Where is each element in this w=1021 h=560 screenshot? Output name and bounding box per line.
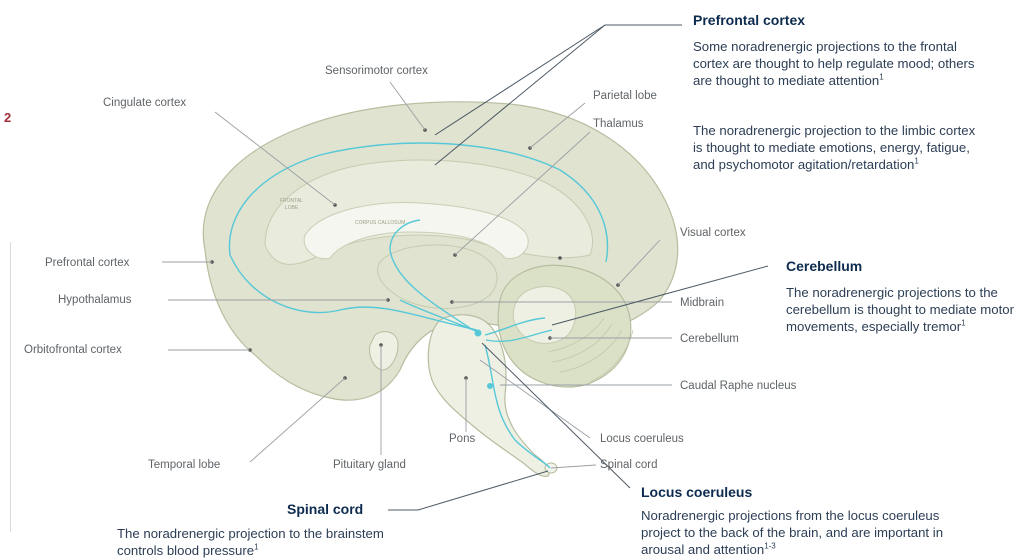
locus-coeruleus-dot [475,330,482,337]
annotation-cerebellum-body: The noradrenergic projections to the cer… [786,285,1014,334]
annotation-locus-title: Locus coeruleus [641,484,752,500]
annotation-prefrontal-text-2: The noradrenergic projection to the limb… [693,122,983,173]
corpus-callosum-label: CORPUS CALLOSUM [355,220,405,226]
annotation-spinal-ref: 1 [254,543,258,552]
cerebellum-lobule [513,286,576,343]
annotation-spinal-body: The noradrenergic projection to the brai… [117,526,384,558]
label-pituitary-gland: Pituitary gland [333,459,406,471]
annotation-prefrontal-text-1: Some noradrenergic projections to the fr… [693,38,993,89]
label-sensorimotor-cortex: Sensorimotor cortex [325,65,428,77]
annotation-locus-text: Noradrenergic projections from the locus… [641,507,976,558]
frontal-lobe-label-1: FRONTAL [280,198,303,204]
annotation-prefrontal-p2-ref: 1 [914,157,918,166]
annotation-cerebellum-title: Cerebellum [786,258,862,274]
label-spinal-cord: Spinal cord [600,459,658,471]
raphe-dot [487,383,493,389]
annotation-prefrontal-title: Prefrontal cortex [693,12,805,28]
annotation-prefrontal-p1: Some noradrenergic projections to the fr… [693,39,975,88]
label-thalamus: Thalamus [593,118,644,130]
label-cingulate-cortex: Cingulate cortex [103,97,186,109]
label-midbrain: Midbrain [680,297,724,309]
annotation-spinal-text: The noradrenergic projection to the brai… [117,525,387,559]
annotation-spinal-title: Spinal cord [287,501,363,517]
label-orbitofrontal-cortex: Orbitofrontal cortex [24,344,122,356]
annotation-prefrontal-p1-ref: 1 [879,73,883,82]
annotation-locus-ref: 1-3 [764,542,776,551]
label-caudal-raphe-nucleus: Caudal Raphe nucleus [680,380,797,392]
label-hypothalamus: Hypothalamus [58,294,132,306]
annotation-cerebellum-text: The noradrenergic projections to the cer… [786,284,1021,335]
annotation-cerebellum-ref: 1 [961,319,965,328]
label-cerebellum: Cerebellum [680,333,739,345]
label-parietal-lobe: Parietal lobe [593,90,657,102]
label-temporal-lobe: Temporal lobe [148,459,220,471]
annotation-locus-body: Noradrenergic projections from the locus… [641,508,943,557]
label-visual-cortex: Visual cortex [680,227,746,239]
label-pons: Pons [449,433,475,445]
label-locus-coeruleus: Locus coeruleus [600,433,684,445]
frontal-lobe-label-2: LOBE [285,205,299,211]
label-prefrontal-cortex: Prefrontal cortex [45,257,130,269]
annotation-prefrontal-p2: The noradrenergic projection to the limb… [693,123,975,172]
